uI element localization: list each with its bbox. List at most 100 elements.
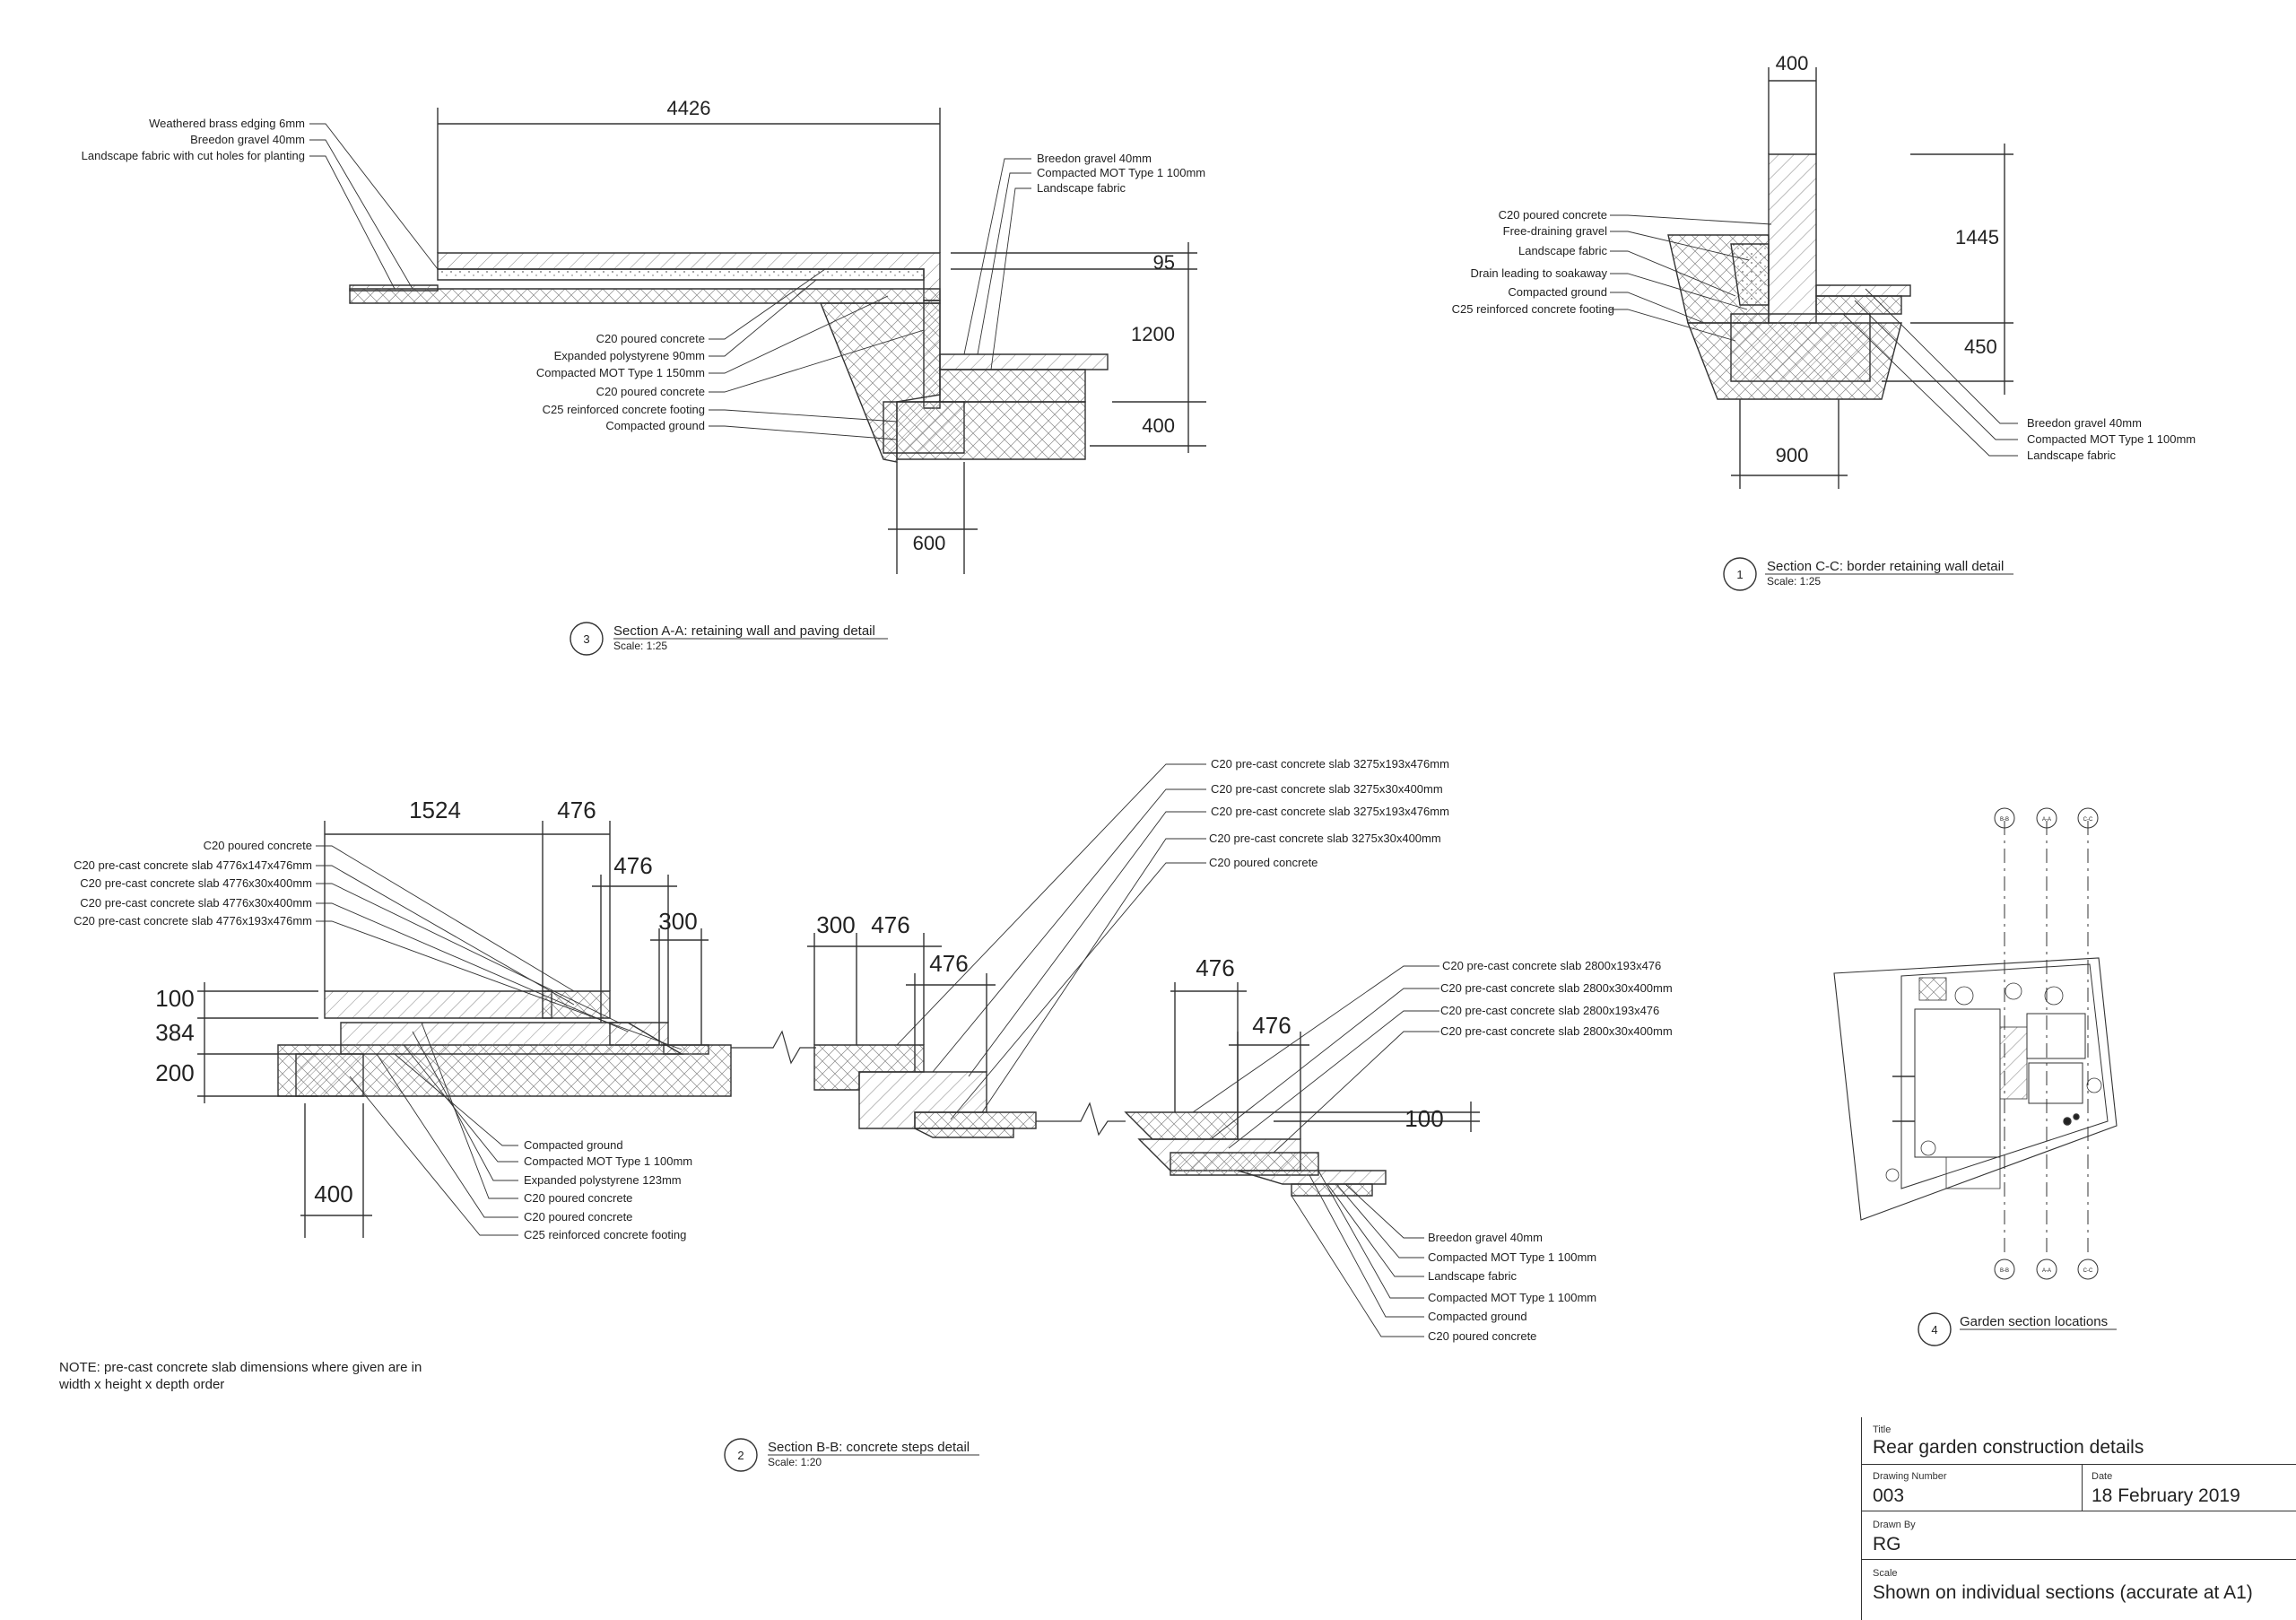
dim-c-450: 450 <box>1964 335 1997 358</box>
label-b-left-bottom-1: Compacted MOT Type 1 100mm <box>524 1154 692 1168</box>
drawn-by-row: Drawn By RG <box>1862 1512 2296 1560</box>
section-a-number: 3 <box>583 632 589 646</box>
label-c-left-2: Landscape fabric <box>1518 244 1608 257</box>
drawn-by-label: Drawn By <box>1873 1520 1916 1530</box>
section-c-leaders <box>1610 214 2018 457</box>
scale-label: Scale <box>1873 1568 1898 1579</box>
label-a-bottom-5: Compacted ground <box>605 419 705 432</box>
drawing-date: 18 February 2019 <box>2092 1485 2240 1506</box>
section-c-text: 400 1445 450 900 C20 poured concrete Fre… <box>1452 52 2196 588</box>
locations-number-circle <box>1918 1312 1952 1346</box>
label-b-right-3: C20 pre-cast concrete slab 2800x30x400mm <box>1440 1024 1673 1038</box>
dim-a-400: 400 <box>1142 414 1175 437</box>
section-b-mid-drawing <box>813 1044 1126 1138</box>
label-c-right-2: Landscape fabric <box>2027 449 2117 462</box>
dim-a-600: 600 <box>913 532 946 554</box>
dim-b-mid-476-a: 476 <box>871 911 909 938</box>
location-plan <box>1833 807 2118 1280</box>
section-b-leaders <box>316 763 1439 1337</box>
label-b-right-0: C20 pre-cast concrete slab 2800x193x476 <box>1442 959 1661 972</box>
dim-c-400: 400 <box>1776 52 1809 74</box>
label-b-right-bottom-3: Compacted MOT Type 1 100mm <box>1428 1291 1596 1304</box>
dim-b-mid-300: 300 <box>816 911 855 938</box>
dim-b-476-a: 476 <box>557 797 596 823</box>
section-a-title: Section A-A: retaining wall and paving d… <box>613 623 875 639</box>
label-a-left-0: Weathered brass edging 6mm <box>149 117 305 130</box>
label-b-top-2: C20 pre-cast concrete slab 3275x193x476m… <box>1211 805 1449 818</box>
dim-b-100-a: 100 <box>155 985 194 1012</box>
title-block-divider <box>2082 1464 2083 1511</box>
section-a-text: 4426 95 1200 400 600 Weathered brass edg… <box>82 97 1205 652</box>
marker-c-bottom: C-C <box>2083 1268 2093 1274</box>
marker-a-bottom: A-A <box>2042 1268 2051 1274</box>
dim-b-200: 200 <box>155 1059 194 1086</box>
locations-text: B-B A-A C-C B-B A-A C-C 4 Garden section… <box>1931 817 2108 1337</box>
drawing-number-label: Drawing Number <box>1873 1471 1947 1482</box>
number-date-row: Drawing Number 003 Date 18 February 2019 <box>1862 1464 2296 1511</box>
label-b-left-3: C20 pre-cast concrete slab 4776x30x400mm <box>80 896 312 910</box>
label-b-left-2: C20 pre-cast concrete slab 4776x30x400mm <box>80 876 312 890</box>
label-b-right-bottom-4: Compacted ground <box>1428 1310 1527 1323</box>
drawing-number: 003 <box>1873 1485 1905 1506</box>
label-c-left-5: C25 reinforced concrete footing <box>1452 302 1614 316</box>
dim-b-right-476-a: 476 <box>1196 954 1234 981</box>
label-c-right-0: Breedon gravel 40mm <box>2027 416 2142 430</box>
label-a-bottom-2: Compacted MOT Type 1 150mm <box>536 366 705 379</box>
label-b-left-4: C20 pre-cast concrete slab 4776x193x476m… <box>74 914 312 928</box>
section-a-scale: Scale: 1:25 <box>613 640 667 652</box>
section-c-drawing <box>1667 153 1911 400</box>
dim-b-mid-476-b: 476 <box>929 950 968 977</box>
marker-a-top: A-A <box>2042 817 2051 823</box>
dim-c-1445: 1445 <box>1955 226 1999 248</box>
section-b-dimension-lines <box>197 821 1472 1238</box>
label-b-left-bottom-0: Compacted ground <box>524 1138 623 1152</box>
label-a-right-1: Compacted MOT Type 1 100mm <box>1037 166 1205 179</box>
section-b-text: 1524 476 476 300 100 384 200 400 300 476… <box>74 757 1673 1468</box>
section-b-number-circle <box>724 1438 758 1472</box>
dim-a-1200: 1200 <box>1131 323 1175 345</box>
drawing-scale: Shown on individual sections (accurate a… <box>1873 1582 2253 1603</box>
drawn-by: RG <box>1873 1534 1901 1555</box>
label-b-right-2: C20 pre-cast concrete slab 2800x193x476 <box>1440 1004 1659 1017</box>
label-b-left-1: C20 pre-cast concrete slab 4776x147x476m… <box>74 858 312 872</box>
label-b-top-3: C20 pre-cast concrete slab 3275x30x400mm <box>1209 832 1441 845</box>
section-c-dimension-lines <box>1731 67 2013 489</box>
section-c-number-circle <box>1723 557 1757 591</box>
dim-b-right-100: 100 <box>1405 1105 1443 1132</box>
section-a-leaders <box>309 123 1031 440</box>
title-label: Title <box>1873 1424 1892 1435</box>
title-row: Title Rear garden construction details <box>1862 1417 2296 1465</box>
section-a-dimension-lines <box>437 108 1206 574</box>
label-a-right-0: Breedon gravel 40mm <box>1037 152 1152 165</box>
marker-b-top: B-B <box>2000 817 2009 823</box>
label-b-left-0: C20 poured concrete <box>204 839 312 852</box>
label-c-left-1: Free-draining gravel <box>1503 224 1607 238</box>
label-b-top-4: C20 poured concrete <box>1209 856 1318 869</box>
label-b-right-bottom-1: Compacted MOT Type 1 100mm <box>1428 1250 1596 1264</box>
slab-dimension-note: NOTE: pre-cast concrete slab dimensions … <box>59 1360 422 1392</box>
dim-a-95: 95 <box>1153 251 1175 274</box>
label-a-left-1: Breedon gravel 40mm <box>190 133 305 146</box>
dim-b-1524: 1524 <box>409 797 461 823</box>
label-b-right-bottom-5: C20 poured concrete <box>1428 1329 1536 1343</box>
section-b-scale: Scale: 1:20 <box>768 1456 822 1468</box>
section-a-number-circle <box>570 622 604 656</box>
dim-b-400: 400 <box>314 1180 352 1207</box>
section-a-drawing <box>349 252 1109 463</box>
label-b-top-0: C20 pre-cast concrete slab 3275x193x476m… <box>1211 757 1449 771</box>
label-a-bottom-4: C25 reinforced concrete footing <box>543 403 705 416</box>
label-a-bottom-0: C20 poured concrete <box>596 332 705 345</box>
section-b-title: Section B-B: concrete steps detail <box>768 1440 970 1455</box>
label-b-right-bottom-0: Breedon gravel 40mm <box>1428 1231 1543 1244</box>
scale-row: Scale Shown on individual sections (accu… <box>1862 1561 2296 1620</box>
section-c-scale: Scale: 1:25 <box>1767 575 1821 588</box>
label-c-left-3: Drain leading to soakaway <box>1471 266 1608 280</box>
label-c-right-1: Compacted MOT Type 1 100mm <box>2027 432 2196 446</box>
label-c-left-0: C20 poured concrete <box>1499 208 1607 222</box>
marker-c-top: C-C <box>2083 817 2093 823</box>
date-label: Date <box>2092 1471 2113 1482</box>
section-c-number: 1 <box>1736 568 1743 581</box>
label-b-left-bottom-2: Expanded polystyrene 123mm <box>524 1173 682 1187</box>
locations-title: Garden section locations <box>1960 1314 2108 1329</box>
label-b-right-bottom-2: Landscape fabric <box>1428 1269 1518 1283</box>
